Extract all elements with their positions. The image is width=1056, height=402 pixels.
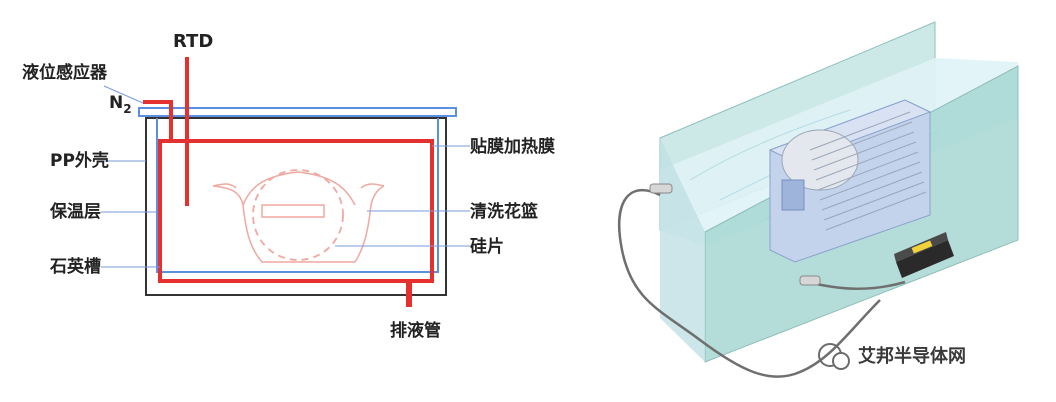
- cleaning-basket-outline: [212, 183, 385, 263]
- watermark-text: 艾邦半导体网: [858, 345, 966, 367]
- wafer-outline: [252, 169, 344, 261]
- sensor-head-top: [649, 183, 673, 194]
- label-wafer: 硅片: [470, 236, 504, 257]
- wafer-slot: [261, 204, 325, 218]
- wafer-cassette: [768, 99, 932, 263]
- label-pp-shell: PP外壳: [50, 150, 109, 171]
- basket-inner-curve: [242, 171, 356, 206]
- pp-outer-shell: [145, 117, 447, 296]
- label-heating-film: 贴膜加热膜: [470, 136, 555, 157]
- label-rtd: RTD: [173, 31, 213, 52]
- leader-lines: [101, 85, 470, 268]
- sensor-cable-left: [617, 189, 881, 378]
- tank-3d-illustration: 艾邦半导体网: [617, 21, 1019, 378]
- tank-side-panel: [660, 138, 705, 362]
- sensor-amplifier: [894, 232, 954, 278]
- label-quartz-tank: 石英槽: [49, 256, 101, 277]
- label-cleaning-basket: 清洗花篮: [470, 201, 538, 222]
- tank-schematic: RTD 液位感应器 N2 PP外壳 保温层 石英槽 贴膜加热膜 清洗花篮 硅片 …: [22, 31, 555, 341]
- label-n2: N2: [109, 93, 132, 116]
- label-insulation: 保温层: [49, 201, 101, 222]
- insulation-layer: [156, 118, 439, 273]
- label-level-sensor: 液位感应器: [22, 62, 108, 83]
- tank-lid: [138, 107, 457, 117]
- sensor-head-bottom: [799, 275, 821, 286]
- label-n2-subscript: 2: [123, 102, 131, 116]
- n2-level-sensor-pipe: [143, 100, 173, 141]
- watermark: 艾邦半导体网: [818, 343, 966, 370]
- label-drain-pipe: 排液管: [390, 320, 441, 341]
- label-n2-main: N: [109, 93, 123, 113]
